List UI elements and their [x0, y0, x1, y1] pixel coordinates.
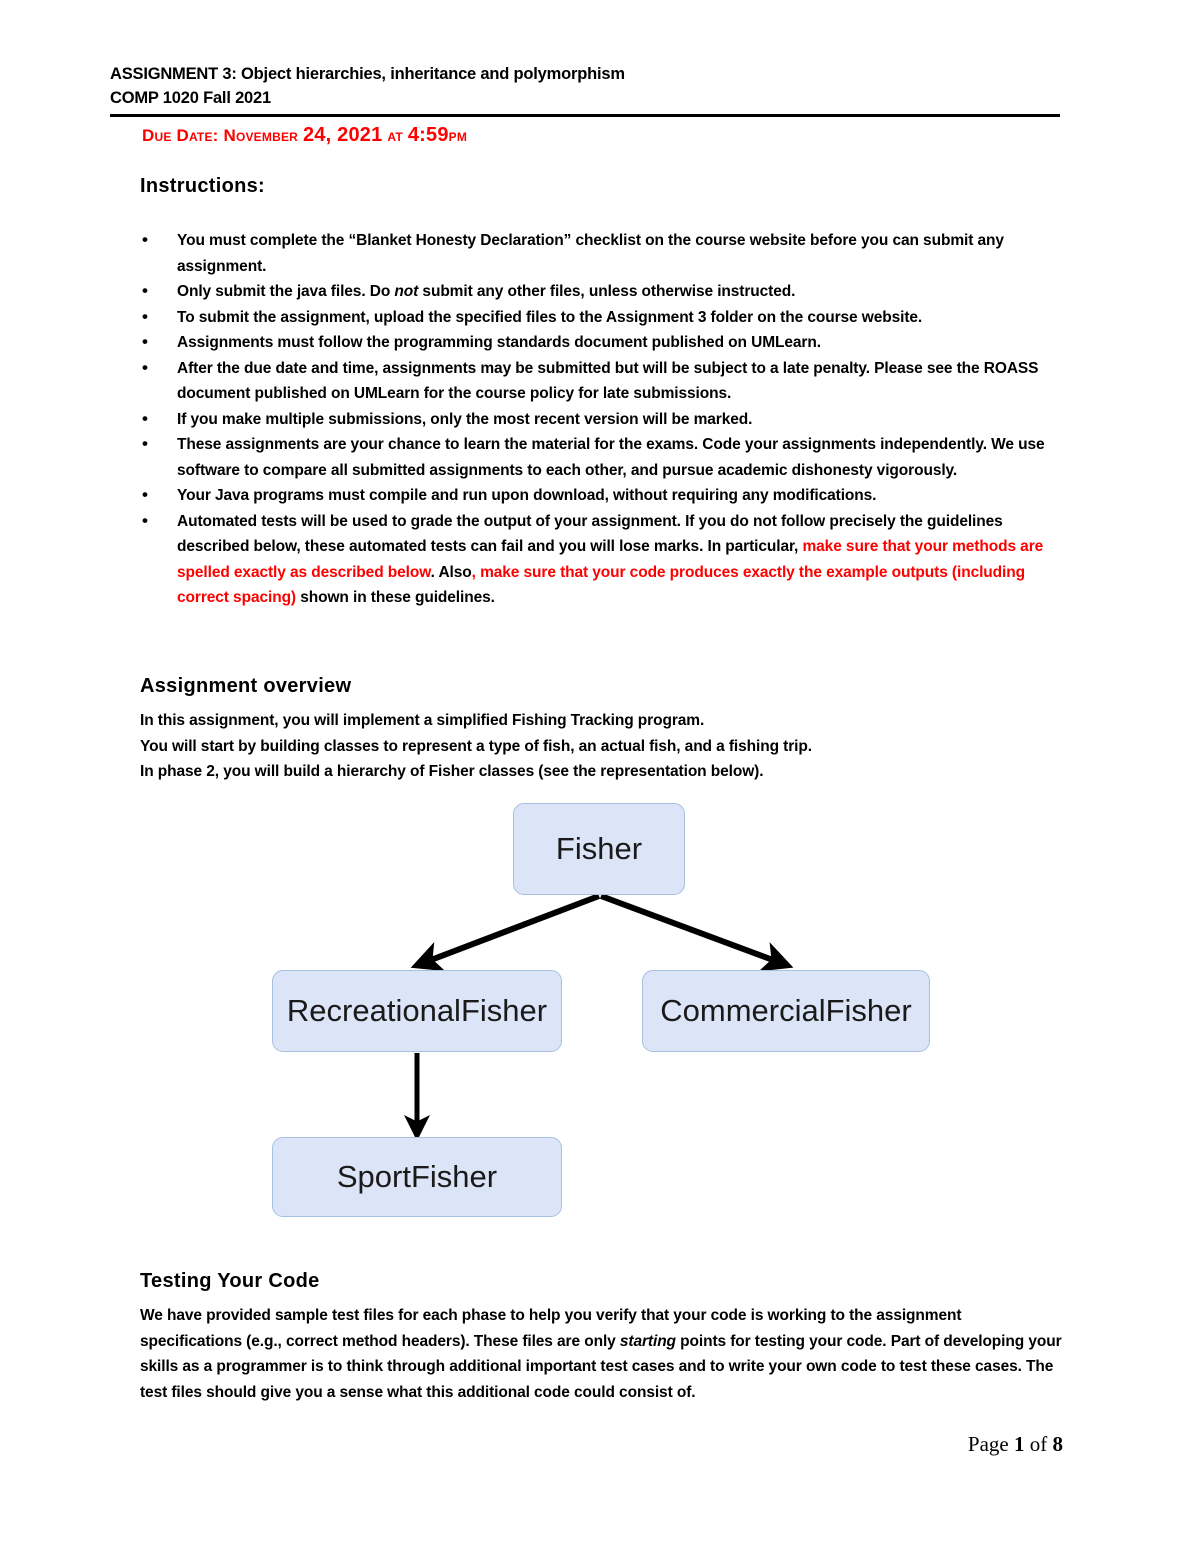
class-hierarchy-diagram: Fisher RecreationalFisher CommercialFish… [260, 795, 960, 1235]
text-run: not [394, 283, 419, 300]
edge-fisher-to-commercial [599, 893, 794, 972]
assignment-title: ASSIGNMENT 3: Object hierarchies, inheri… [110, 65, 625, 83]
overview-heading: Assignment overview [140, 675, 352, 697]
header-divider [110, 114, 1060, 117]
overview-paragraph: In this assignment, you will implement a… [140, 708, 1070, 785]
due-date-month: November [223, 126, 299, 145]
due-date-label: Due Date: [142, 126, 219, 145]
instruction-bullet: Only submit the java files. Do not submi… [140, 278, 1065, 305]
instruction-bullet: To submit the assignment, upload the spe… [140, 304, 1065, 331]
page-footer: Page 1 of 8 [0, 1432, 1063, 1457]
instruction-bullet: Your Java programs must compile and run … [140, 482, 1065, 509]
instruction-bullet: After the due date and time, assignments… [140, 355, 1065, 407]
instruction-bullet: Assignments must follow the programming … [140, 329, 1065, 356]
text-run: Automated tests will be used to grade th… [177, 512, 1003, 556]
diagram-node-recreationalfisher: RecreationalFisher [272, 970, 562, 1052]
text-run: submit any other files, unless otherwise… [418, 283, 796, 300]
instructions-list: You must complete the “Blanket Honesty D… [140, 227, 1065, 611]
text-run: These assignments are your chance to lea… [177, 436, 1045, 479]
document-header: ASSIGNMENT 3: Object hierarchies, inheri… [110, 62, 1060, 110]
footer-page-current: 1 [1014, 1432, 1025, 1456]
testing-heading: Testing Your Code [140, 1270, 320, 1292]
instruction-bullet: You must complete the “Blanket Honesty D… [140, 227, 1065, 279]
diagram-arrows-svg [404, 893, 794, 1141]
instruction-bullet: If you make multiple submissions, only t… [140, 406, 1065, 433]
text-run: points for testing your code. Part of de… [140, 1332, 1062, 1401]
diagram-node-commercialfisher: CommercialFisher [642, 970, 930, 1052]
text-run: make sure that your methods are spelled … [177, 538, 1044, 581]
text-run: We have provided sample test files for e… [140, 1307, 962, 1350]
edge-fisher-to-recreational [410, 893, 601, 972]
text-run: Assignments must follow the programming … [177, 334, 821, 351]
due-date-at: at [387, 126, 403, 145]
text-run: To submit the assignment, upload the spe… [177, 308, 923, 326]
text-run: After the due date and time, assignments… [177, 359, 1039, 403]
text-run: . Also [430, 563, 472, 581]
due-date-meridiem: pm [448, 126, 468, 145]
text-run: If you make multiple submissions, only t… [177, 410, 753, 428]
text-run: , make sure that your code produces exac… [177, 563, 1025, 607]
text-run: starting [619, 1332, 676, 1350]
instruction-bullet: Automated tests will be used to grade th… [140, 508, 1065, 611]
text-run: Only submit the java files. Do [177, 283, 395, 300]
footer-page-total: 8 [1052, 1432, 1064, 1456]
due-date-time: 4:59 [407, 124, 449, 146]
diagram-node-sportfisher: SportFisher [272, 1137, 562, 1217]
footer-page-middle: of [1024, 1432, 1053, 1456]
instruction-bullet: These assignments are your chance to lea… [140, 431, 1065, 483]
text-run: You must complete the “Blanket Honesty D… [177, 232, 1004, 275]
due-date-line: Due Date: November 24, 2021 at 4:59pm [142, 124, 467, 147]
text-run: Your Java programs must compile and run … [177, 487, 877, 504]
paragraph-line: In this assignment, you will implement a… [140, 712, 705, 729]
course-code: COMP 1020 Fall 2021 [110, 89, 271, 107]
text-run: shown in these guidelines. [296, 589, 495, 606]
paragraph-line: In phase 2, you will build a hierarchy o… [140, 763, 764, 780]
diagram-node-fisher: Fisher [513, 803, 685, 895]
footer-page-prefix: Page [967, 1432, 1014, 1456]
testing-paragraph: We have provided sample test files for e… [140, 1303, 1065, 1405]
due-date-daynum: 24, 2021 [302, 124, 383, 146]
paragraph-line: You will start by building classes to re… [140, 737, 812, 755]
instructions-heading: Instructions: [140, 175, 266, 197]
